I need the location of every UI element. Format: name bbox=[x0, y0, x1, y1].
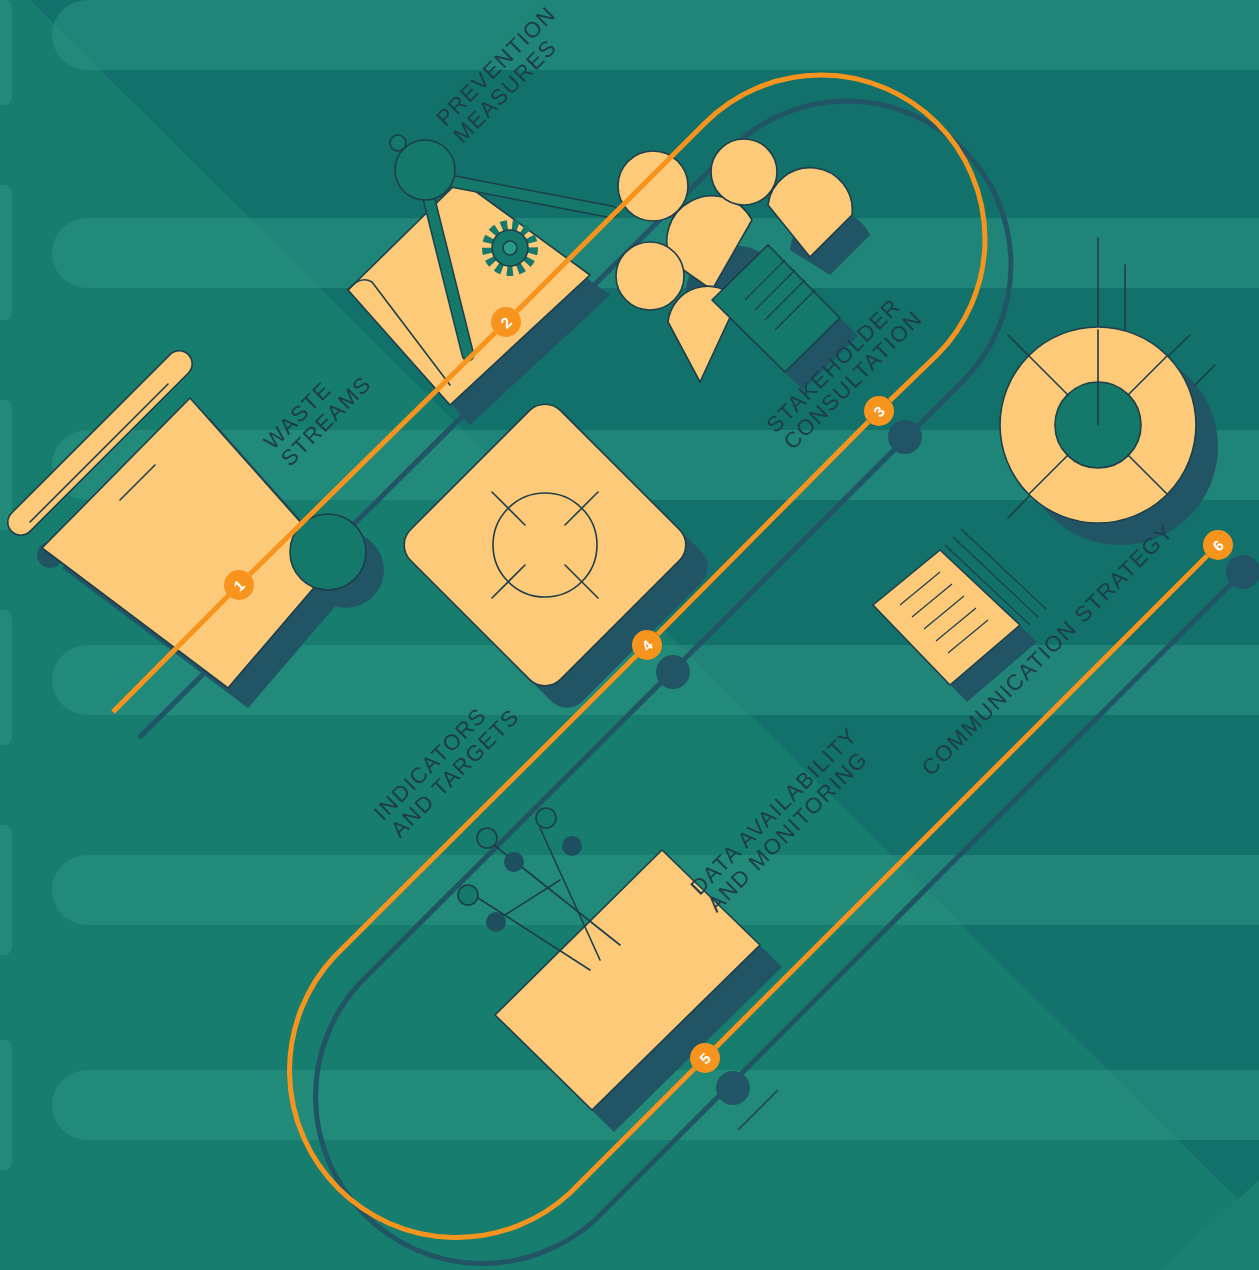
circuit-wire bbox=[494, 845, 620, 945]
document-lines bbox=[745, 260, 815, 330]
callout-number: 6 bbox=[1210, 537, 1227, 554]
tick-mark bbox=[738, 1090, 778, 1130]
compass-hinge bbox=[395, 140, 455, 200]
divider bbox=[1128, 455, 1167, 494]
crosshair-line bbox=[492, 565, 525, 598]
blueprint bbox=[348, 180, 590, 405]
waste-bin-icon bbox=[2, 345, 384, 708]
blueprint-roll bbox=[348, 280, 450, 385]
text-line bbox=[924, 596, 964, 629]
edge-tab bbox=[0, 0, 12, 105]
edge-tab bbox=[0, 400, 12, 530]
prevention-icon bbox=[348, 135, 612, 425]
gear-teeth bbox=[487, 225, 533, 271]
circuit-node bbox=[536, 808, 556, 828]
edge-tab bbox=[0, 185, 12, 320]
bin-handle bbox=[120, 465, 155, 500]
marker-shadow bbox=[716, 1071, 750, 1105]
marker-shadow bbox=[888, 420, 922, 454]
divider bbox=[1029, 455, 1068, 494]
circuit-wire bbox=[540, 828, 600, 960]
step-marker: 3 bbox=[864, 396, 894, 426]
callout-number: 2 bbox=[498, 314, 515, 331]
step-marker: 6 bbox=[1203, 530, 1233, 560]
crosshair-line bbox=[565, 565, 598, 598]
text-line bbox=[745, 260, 785, 300]
circuit bbox=[458, 808, 620, 970]
callout-number: 5 bbox=[697, 1050, 714, 1067]
circuit-dot bbox=[486, 912, 506, 932]
divider bbox=[1029, 356, 1068, 395]
marker-shadow bbox=[656, 655, 690, 689]
text-line bbox=[775, 290, 815, 330]
text-line bbox=[900, 572, 940, 605]
bin-lid-line bbox=[30, 384, 168, 522]
route-connector bbox=[290, 656, 695, 1238]
circuit-node bbox=[458, 885, 478, 905]
donut bbox=[1000, 327, 1196, 523]
book bbox=[873, 550, 1020, 685]
target-ring bbox=[493, 493, 597, 597]
callout-number: 3 bbox=[871, 403, 888, 420]
person-head bbox=[616, 242, 684, 310]
ray bbox=[1097, 238, 1099, 330]
step-marker: 1 bbox=[224, 570, 254, 600]
gear bbox=[492, 230, 528, 266]
marker-shadow bbox=[1226, 555, 1259, 589]
person-head bbox=[711, 139, 777, 205]
stripe bbox=[52, 0, 1259, 70]
bin-lid bbox=[2, 345, 197, 540]
edge-tab bbox=[0, 1040, 12, 1170]
compass-leg bbox=[428, 195, 468, 355]
donut-chart-icon bbox=[1000, 238, 1218, 545]
gear-hub bbox=[503, 241, 517, 255]
compass-leg bbox=[445, 180, 612, 212]
text-line bbox=[765, 280, 805, 320]
circuit-wire bbox=[505, 880, 560, 915]
circuit-dots bbox=[486, 836, 582, 932]
route-connector bbox=[517, 75, 985, 401]
step-marker: 4 bbox=[632, 630, 662, 660]
circuit-dot bbox=[504, 852, 524, 872]
target-board bbox=[395, 395, 695, 695]
callout-number: 1 bbox=[231, 577, 248, 594]
text-line bbox=[912, 584, 952, 617]
text-line bbox=[948, 620, 988, 653]
step-marker: 5 bbox=[690, 1043, 720, 1073]
ray bbox=[1124, 265, 1126, 330]
edge-tab bbox=[0, 610, 12, 745]
background-shade bbox=[1160, 1180, 1259, 1270]
route-connector bbox=[658, 422, 869, 635]
crosshair-line bbox=[565, 492, 598, 525]
circuit-node bbox=[477, 828, 497, 848]
person-shoulders bbox=[768, 168, 852, 257]
circuit-dot bbox=[562, 836, 582, 856]
text-line bbox=[755, 270, 795, 310]
compass-leg bbox=[445, 180, 612, 212]
callout-number: 4 bbox=[639, 637, 656, 654]
route-connector bbox=[250, 333, 496, 575]
step-marker: 2 bbox=[491, 307, 521, 337]
divider bbox=[1097, 330, 1099, 425]
stripes bbox=[0, 0, 1259, 1170]
edge-tab bbox=[0, 825, 12, 955]
text-line bbox=[936, 608, 976, 641]
compass-leg bbox=[428, 195, 468, 355]
divider bbox=[1128, 356, 1167, 395]
donut-dividers bbox=[1029, 330, 1167, 494]
book-lines bbox=[900, 572, 988, 653]
ray bbox=[1195, 365, 1215, 385]
circuit-wire bbox=[478, 898, 590, 970]
document bbox=[712, 245, 840, 372]
target-icon bbox=[395, 395, 717, 717]
route-tail bbox=[113, 595, 229, 712]
route-shadow bbox=[139, 101, 1244, 1263]
background-shade bbox=[30, 0, 1259, 1220]
person-head bbox=[618, 151, 688, 221]
crosshair-line bbox=[492, 492, 525, 525]
bin-wheel bbox=[290, 514, 366, 590]
crosshair bbox=[492, 492, 598, 598]
